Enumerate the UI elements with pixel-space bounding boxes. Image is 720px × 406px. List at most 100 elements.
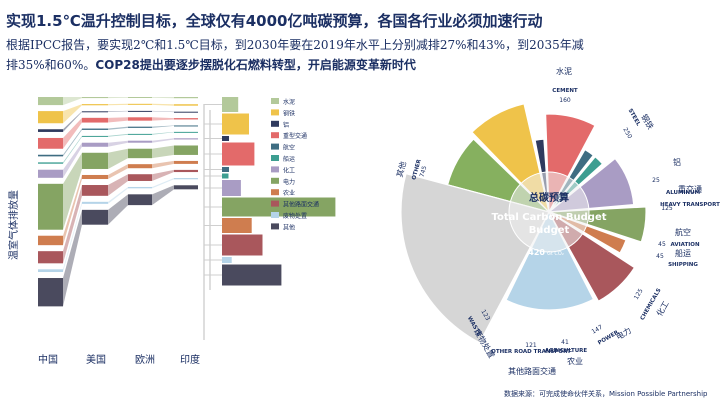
flow-band xyxy=(152,117,174,121)
bar-segment xyxy=(38,183,63,230)
flow-band xyxy=(108,110,128,112)
bar-segment xyxy=(128,103,152,105)
legend-swatch xyxy=(271,98,279,104)
country-label: 中国 xyxy=(38,353,58,366)
bar-segment xyxy=(128,174,152,181)
slice-label-cn: 钢铁 xyxy=(639,112,656,131)
bar-segment xyxy=(174,111,198,113)
total-value: 420 xyxy=(528,248,545,257)
country-label: 欧洲 xyxy=(135,354,155,366)
flow-band xyxy=(108,186,128,204)
total-unit: Gt CO₂ xyxy=(547,251,564,257)
bar-segment xyxy=(38,162,63,164)
world-bar xyxy=(222,257,232,263)
slice-value: 123 xyxy=(479,309,491,323)
slice-label-cn: 重交通 xyxy=(678,184,702,194)
world-bar xyxy=(222,234,263,256)
slice-label-en: SHIPPING xyxy=(668,262,698,268)
legend-swatch xyxy=(271,223,279,230)
bar-segment xyxy=(82,97,108,99)
flow-band xyxy=(152,103,174,106)
center-label-en: Total Carbon Budget xyxy=(491,212,606,223)
center-label-en-2: Budget xyxy=(529,225,570,236)
slice-label-cn: 化工 xyxy=(654,299,671,318)
bar-segment xyxy=(82,128,108,130)
bar-segment xyxy=(128,126,152,128)
bar-segment xyxy=(174,118,198,120)
world-bar xyxy=(222,136,230,141)
center-disc xyxy=(509,172,589,252)
flow-band xyxy=(63,104,82,124)
world-bar xyxy=(222,264,282,286)
legend-label: 船运 xyxy=(283,155,295,163)
center-ring xyxy=(508,171,590,253)
slice-label-cn: 航空 xyxy=(675,227,691,237)
legend-label: 航空 xyxy=(283,144,295,152)
legend-label: 农业 xyxy=(283,189,295,197)
slice-value: 745 xyxy=(419,165,429,178)
bar-segment xyxy=(82,135,108,137)
bar-segment xyxy=(174,178,198,180)
flow-band xyxy=(108,117,128,123)
flow-band xyxy=(152,125,174,128)
legend-swatch xyxy=(271,155,279,161)
source-note: 数据来源：可完成使命伙伴关系，Mission Possible Partners… xyxy=(504,390,708,398)
bar-segment xyxy=(128,164,152,169)
slice-label-cn: 水泥 xyxy=(556,66,572,76)
flow-band xyxy=(108,194,128,225)
slice-value: 45 xyxy=(658,241,666,248)
flow-band xyxy=(63,152,82,230)
flow-band xyxy=(152,169,174,181)
bar-segment xyxy=(174,145,198,155)
bar-segment xyxy=(38,235,63,246)
bar-segment xyxy=(82,117,108,123)
legend-swatch xyxy=(271,200,279,207)
slice-label-en: AGRICULTURE xyxy=(545,348,588,354)
slice-value: 45 xyxy=(656,253,664,260)
legend-swatch xyxy=(271,109,279,116)
world-bar xyxy=(222,180,241,196)
bar-segment xyxy=(82,104,108,106)
bar-segment xyxy=(128,133,152,135)
bar-segment xyxy=(82,142,108,147)
legend-label: 其他路面交通 xyxy=(283,201,319,209)
flow-band xyxy=(152,178,174,189)
flow-band xyxy=(108,148,128,169)
flow-band xyxy=(63,135,82,164)
slice-value: 41 xyxy=(561,339,569,346)
bar-segment xyxy=(174,125,198,127)
flow-band xyxy=(108,103,128,106)
country-label: 美国 xyxy=(86,353,106,366)
bar-segment xyxy=(128,110,152,112)
flow-band xyxy=(63,142,82,178)
legend-label: 钢铁 xyxy=(283,109,295,117)
slice-label-en: ALUMINUM xyxy=(666,190,700,196)
slice-value: 147 xyxy=(591,324,605,336)
legend-swatch xyxy=(271,132,279,139)
bar-segment xyxy=(82,152,108,169)
pie-slice xyxy=(505,211,595,311)
slice-value: 250 xyxy=(621,127,633,141)
flow-band xyxy=(152,138,174,143)
slice-label-en: OTHER xyxy=(411,158,422,181)
flow-band xyxy=(152,97,174,99)
bar-segment xyxy=(38,129,63,132)
flow-band xyxy=(108,174,128,196)
world-bar xyxy=(222,218,252,233)
flow-band xyxy=(63,201,82,273)
flow-band xyxy=(152,131,174,135)
world-bar xyxy=(222,173,229,179)
flow-band xyxy=(152,145,174,159)
bar-segment xyxy=(82,185,108,196)
flow-band xyxy=(152,160,174,169)
bar-segment xyxy=(128,117,152,121)
slice-label-cn: 船运 xyxy=(675,248,691,258)
subtitle-line-2: 排35%和60%。COP28提出要逐步摆脱化石燃料转型，开启能源变革新时代 xyxy=(6,56,416,73)
slice-label-en: AVIATION xyxy=(670,242,699,248)
flow-band xyxy=(63,185,82,264)
bar-segment xyxy=(128,97,152,98)
bar-segment xyxy=(174,97,198,99)
bar-segment xyxy=(82,111,108,113)
